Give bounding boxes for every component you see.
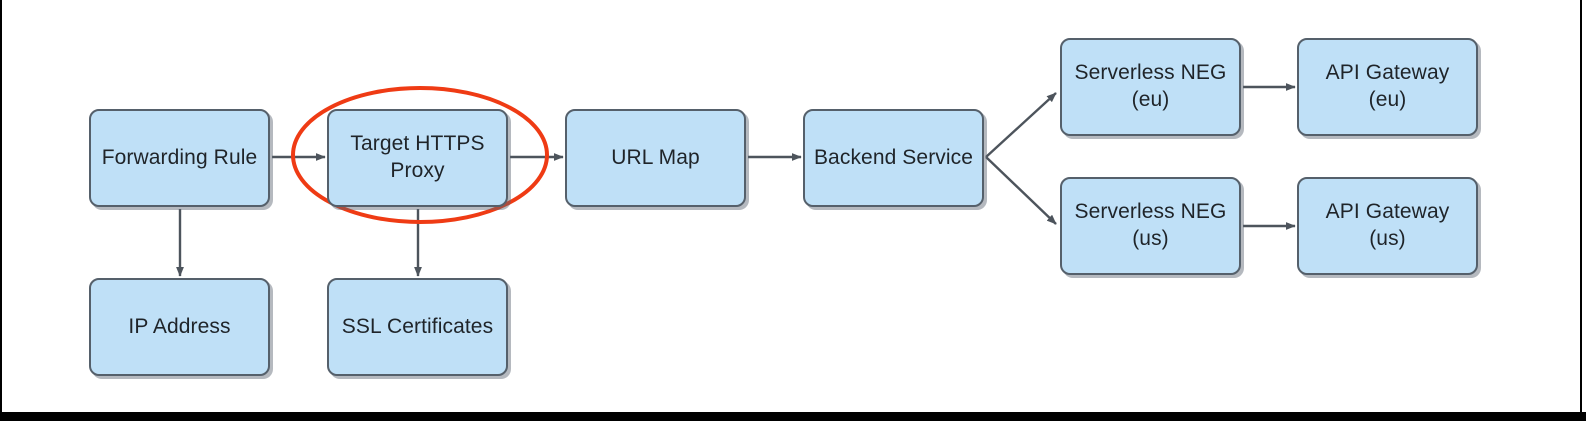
node-label: SSL Certificates [341,314,494,338]
node-label: API Gateway (eu) [1325,61,1450,111]
edge-backend-service-to-serverless-neg-us [985,156,1057,225]
frame-border-right [1580,0,1582,421]
node-serverless-neg-us[interactable]: Serverless NEG (us) [1060,177,1241,275]
node-backend-service[interactable]: Backend Service [803,109,984,207]
edge-backend-service-to-serverless-neg-eu [985,92,1057,158]
node-label: Serverless NEG (eu) [1074,61,1227,111]
node-label: Backend Service [813,145,974,169]
node-api-gateway-us[interactable]: API Gateway (us) [1297,177,1478,275]
frame-border-left [0,0,2,421]
node-url-map[interactable]: URL Map [565,109,746,207]
node-label: Serverless NEG (us) [1074,200,1227,250]
node-forwarding-rule[interactable]: Forwarding Rule [89,109,270,207]
node-label: API Gateway (us) [1325,200,1450,250]
node-ip-address[interactable]: IP Address [89,278,270,376]
node-ssl-certificates[interactable]: SSL Certificates [327,278,508,376]
node-serverless-neg-eu[interactable]: Serverless NEG (eu) [1060,38,1241,136]
frame-border-bottom [0,412,1586,421]
node-label: URL Map [611,145,700,169]
node-target-https-proxy[interactable]: Target HTTPS Proxy [327,109,508,207]
node-label: Target HTTPS Proxy [350,132,485,182]
node-api-gateway-eu[interactable]: API Gateway (eu) [1297,38,1478,136]
node-label: IP Address [128,314,231,338]
node-label: Forwarding Rule [101,145,258,169]
